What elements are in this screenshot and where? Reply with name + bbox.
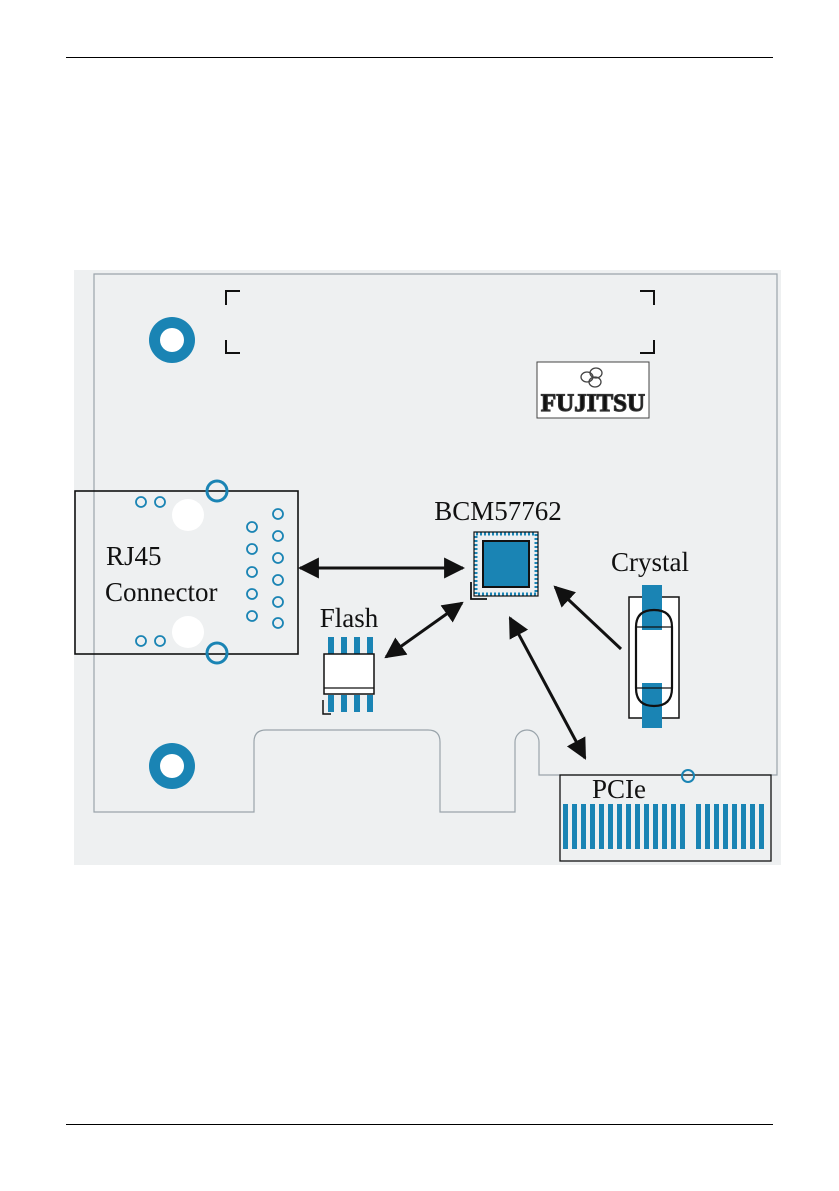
pcie-finger (750, 804, 755, 849)
svg-text:FUJITSU: FUJITSU (541, 390, 645, 417)
pcie-finger (581, 804, 586, 849)
pcie-label: PCIe (592, 774, 646, 804)
pcie-finger (732, 804, 737, 849)
flash-label: Flash (320, 603, 379, 633)
pcie-finger (705, 804, 710, 849)
crystal (629, 585, 679, 728)
pcie-finger (759, 804, 764, 849)
mounting-hole-top (149, 317, 195, 363)
rj45-label-line2: Connector (105, 577, 217, 607)
pcie-finger (696, 804, 701, 849)
pcie-finger (626, 804, 631, 849)
pcie-finger (599, 804, 604, 849)
pcie-finger (572, 804, 577, 849)
fujitsu-logo: FUJITSU (537, 362, 649, 418)
pcie-finger (671, 804, 676, 849)
network-card-diagram: FUJITSU RJ45 Connector BCM57762 (74, 270, 781, 865)
pcie-finger (635, 804, 640, 849)
pcie-finger (714, 804, 719, 849)
bcm57762-label: BCM57762 (434, 496, 562, 526)
pcie-finger (644, 804, 649, 849)
pcie-finger (617, 804, 622, 849)
header-rule (66, 57, 773, 58)
crystal-label: Crystal (611, 547, 689, 577)
pcie-finger (741, 804, 746, 849)
pcie-finger (680, 804, 685, 849)
rj45-label-line1: RJ45 (106, 541, 162, 571)
pcie-finger (723, 804, 728, 849)
pcie-finger (653, 804, 658, 849)
pcie-finger (662, 804, 667, 849)
pcie-finger (590, 804, 595, 849)
footer-rule (66, 1124, 773, 1125)
mounting-hole-bottom (149, 743, 195, 789)
pcie-finger (608, 804, 613, 849)
pcie-finger (563, 804, 568, 849)
